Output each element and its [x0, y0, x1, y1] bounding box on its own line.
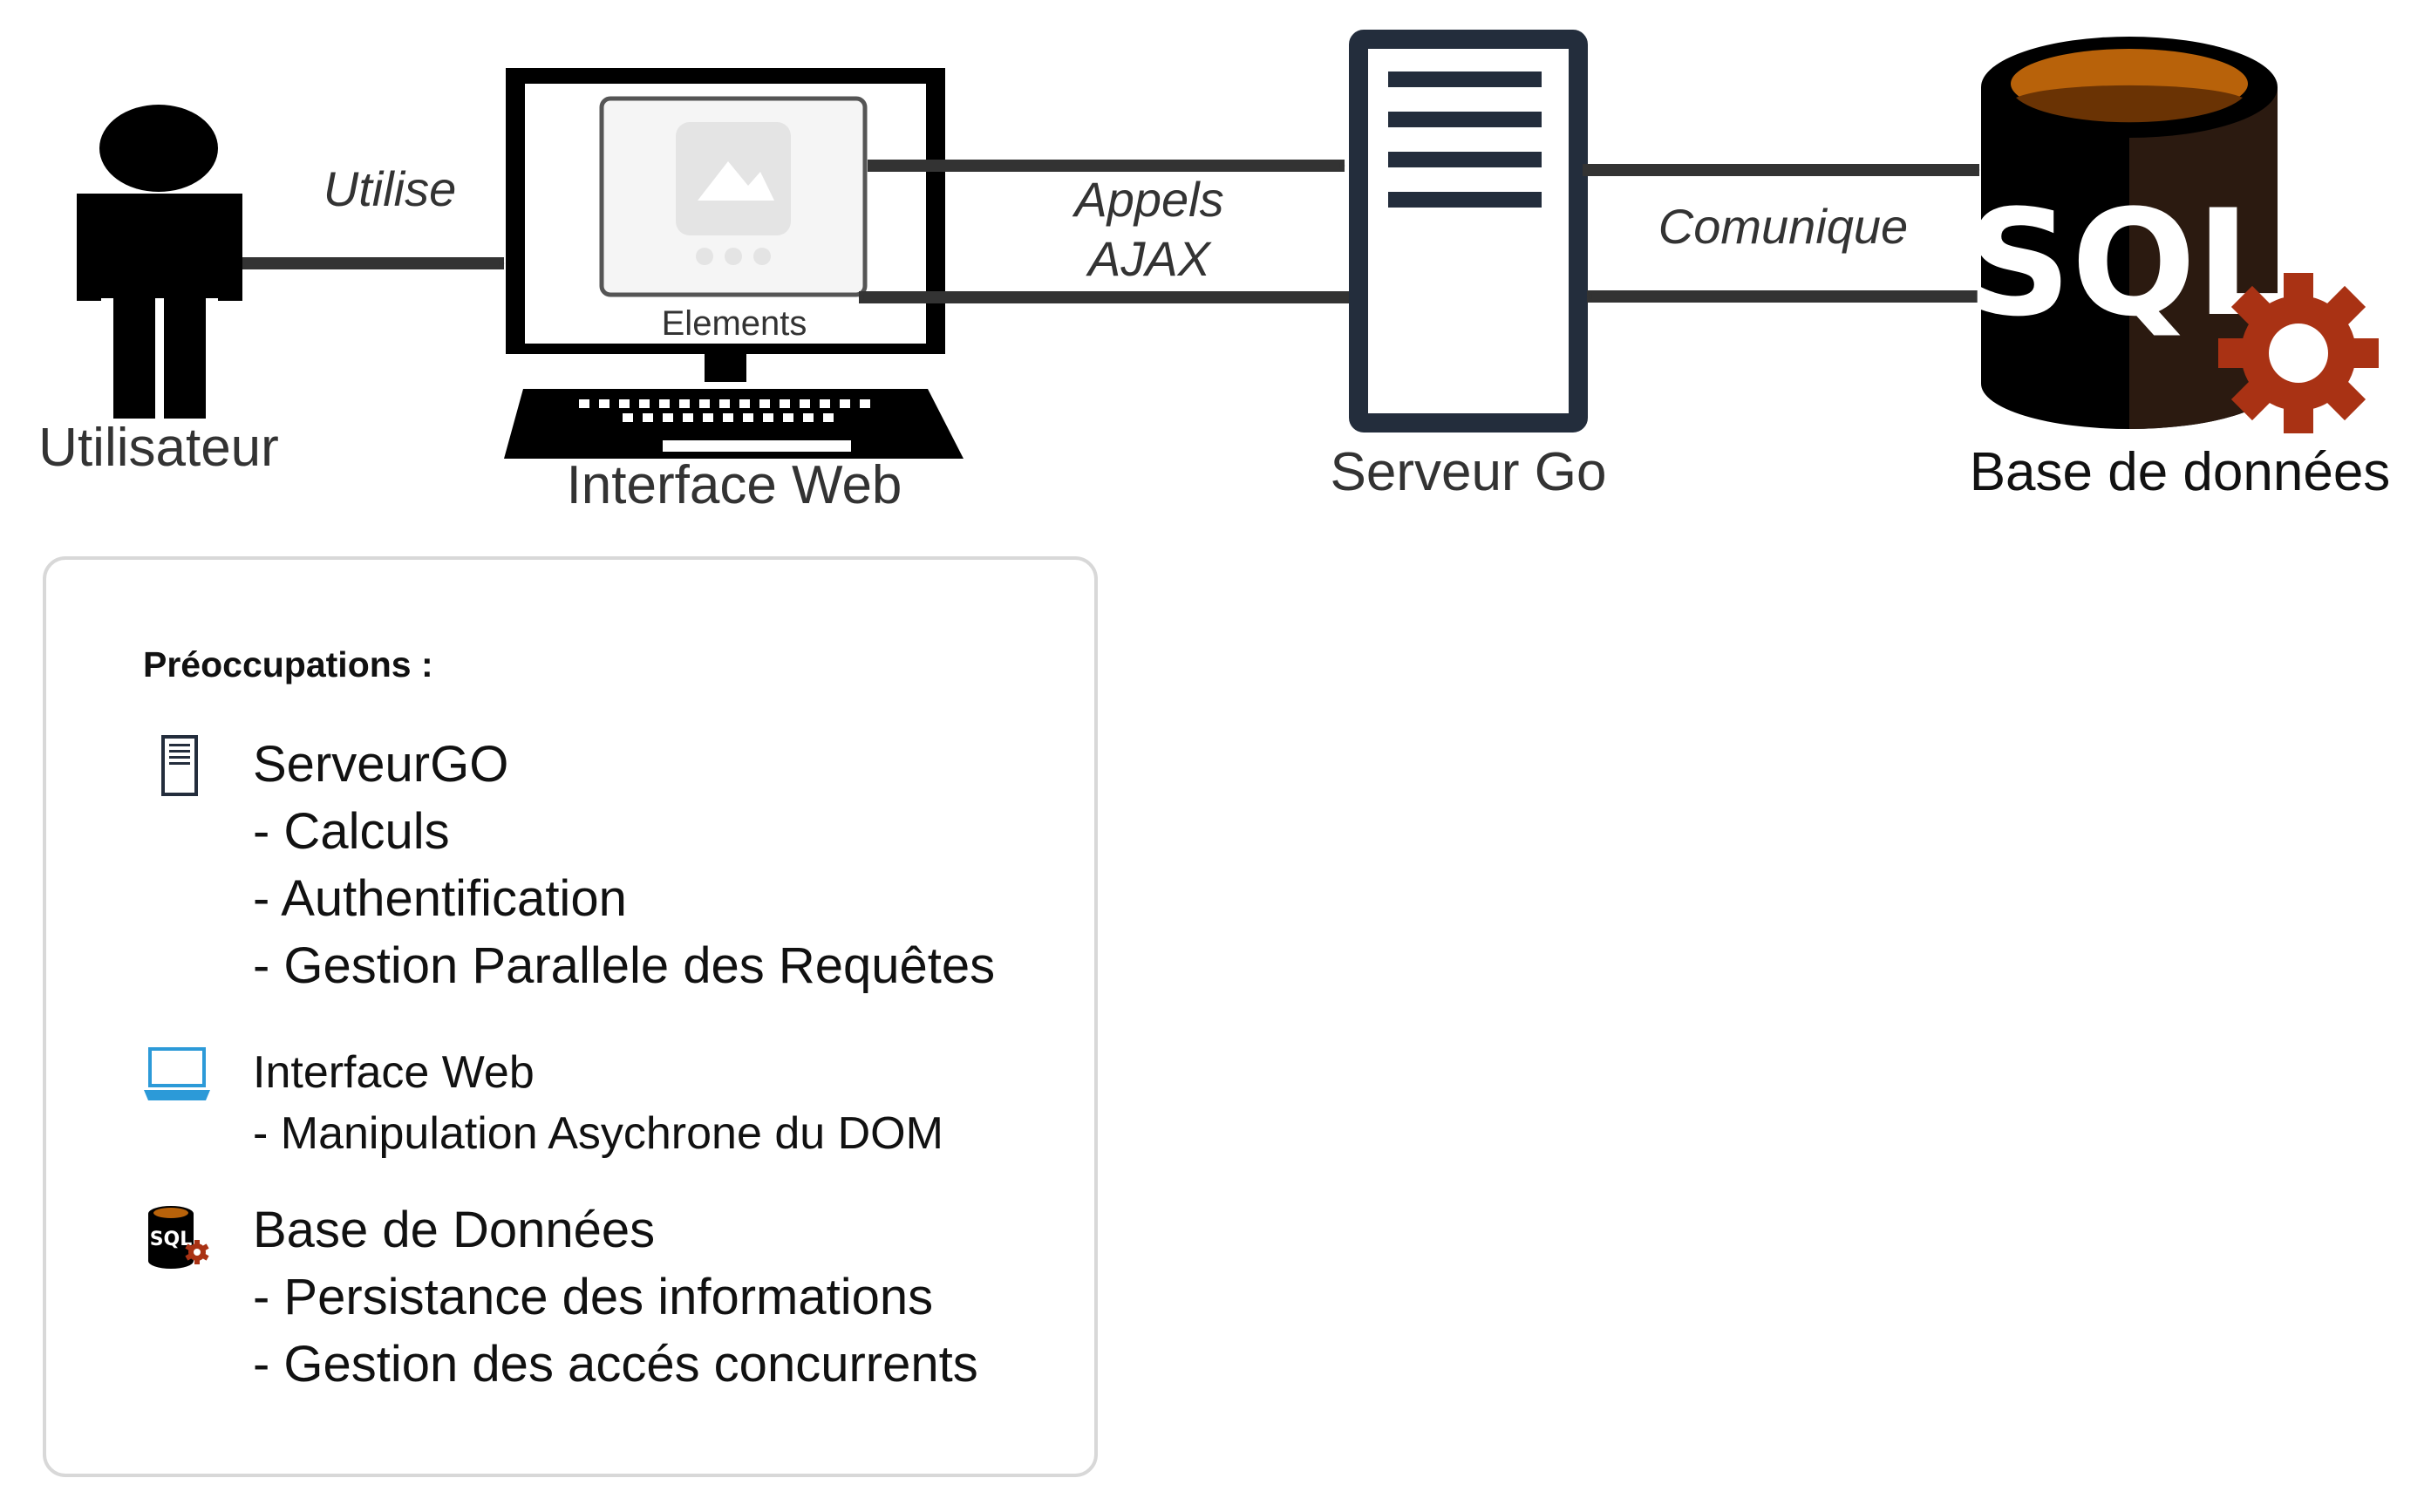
section-item: - Calculs [253, 803, 450, 860]
section-item: - Manipulation Asychrone du DOM [253, 1108, 943, 1159]
database-label: Base de données [1970, 442, 2391, 502]
panel-section-web: Interface Web - Manipulation Asychrone d… [144, 1047, 943, 1159]
section-heading: Interface Web [253, 1047, 535, 1098]
edge-label-ajax: AJAX [1086, 231, 1213, 286]
sql-logo-text: SQL [150, 1229, 193, 1250]
edge-user-to-web: Utilise [242, 161, 505, 269]
panel-section-database: SQL Base de Données - Persistance des in… [148, 1202, 978, 1393]
edge-label-appels: Appels [1072, 172, 1223, 227]
database-node: SQL Base de données [1966, 37, 2391, 502]
section-heading: ServeurGO [253, 736, 508, 793]
server-label: Serveur Go [1330, 442, 1606, 502]
image-placeholder-icon [676, 122, 791, 265]
panel-title: Préoccupations : [143, 644, 433, 684]
screen-label: Elements [662, 304, 807, 343]
sql-database-icon: SQL [148, 1206, 209, 1269]
section-item: - Gestion Parallele des Requêtes [253, 937, 995, 994]
server-node: Serveur Go [1330, 30, 1607, 502]
edge-ajax: Appels AJAX [858, 160, 1352, 303]
web-interface-node: Elements [504, 68, 964, 515]
edge-label-utilise: Utilise [323, 161, 456, 216]
edge-server-db: Comunique [1583, 164, 1986, 303]
user-node: Utilisateur [38, 105, 279, 478]
section-item: - Gestion des accés concurrents [253, 1336, 978, 1393]
edge-label-comunique: Comunique [1658, 199, 1908, 254]
panel-section-server: ServeurGO - Calculs - Authentification -… [161, 735, 995, 994]
laptop-icon [144, 1047, 210, 1100]
concerns-panel: Préoccupations : ServeurGO - Calculs - A… [43, 556, 1098, 1477]
section-item: - Persistance des informations [253, 1269, 933, 1325]
computer-icon: Elements [504, 68, 964, 459]
sql-database-icon: SQL [1966, 37, 2379, 433]
sql-logo-text: SQL [1966, 178, 2290, 349]
panel-frame [43, 556, 1098, 1477]
user-icon [77, 105, 242, 419]
section-heading: Base de Données [253, 1202, 655, 1258]
web-interface-label: Interface Web [567, 455, 902, 515]
keyboard-keys [579, 399, 870, 452]
section-item: - Authentification [253, 870, 627, 927]
user-label: Utilisateur [38, 418, 279, 478]
gear-icon [2218, 273, 2379, 433]
server-icon [161, 735, 198, 796]
server-icon [1349, 30, 1588, 432]
